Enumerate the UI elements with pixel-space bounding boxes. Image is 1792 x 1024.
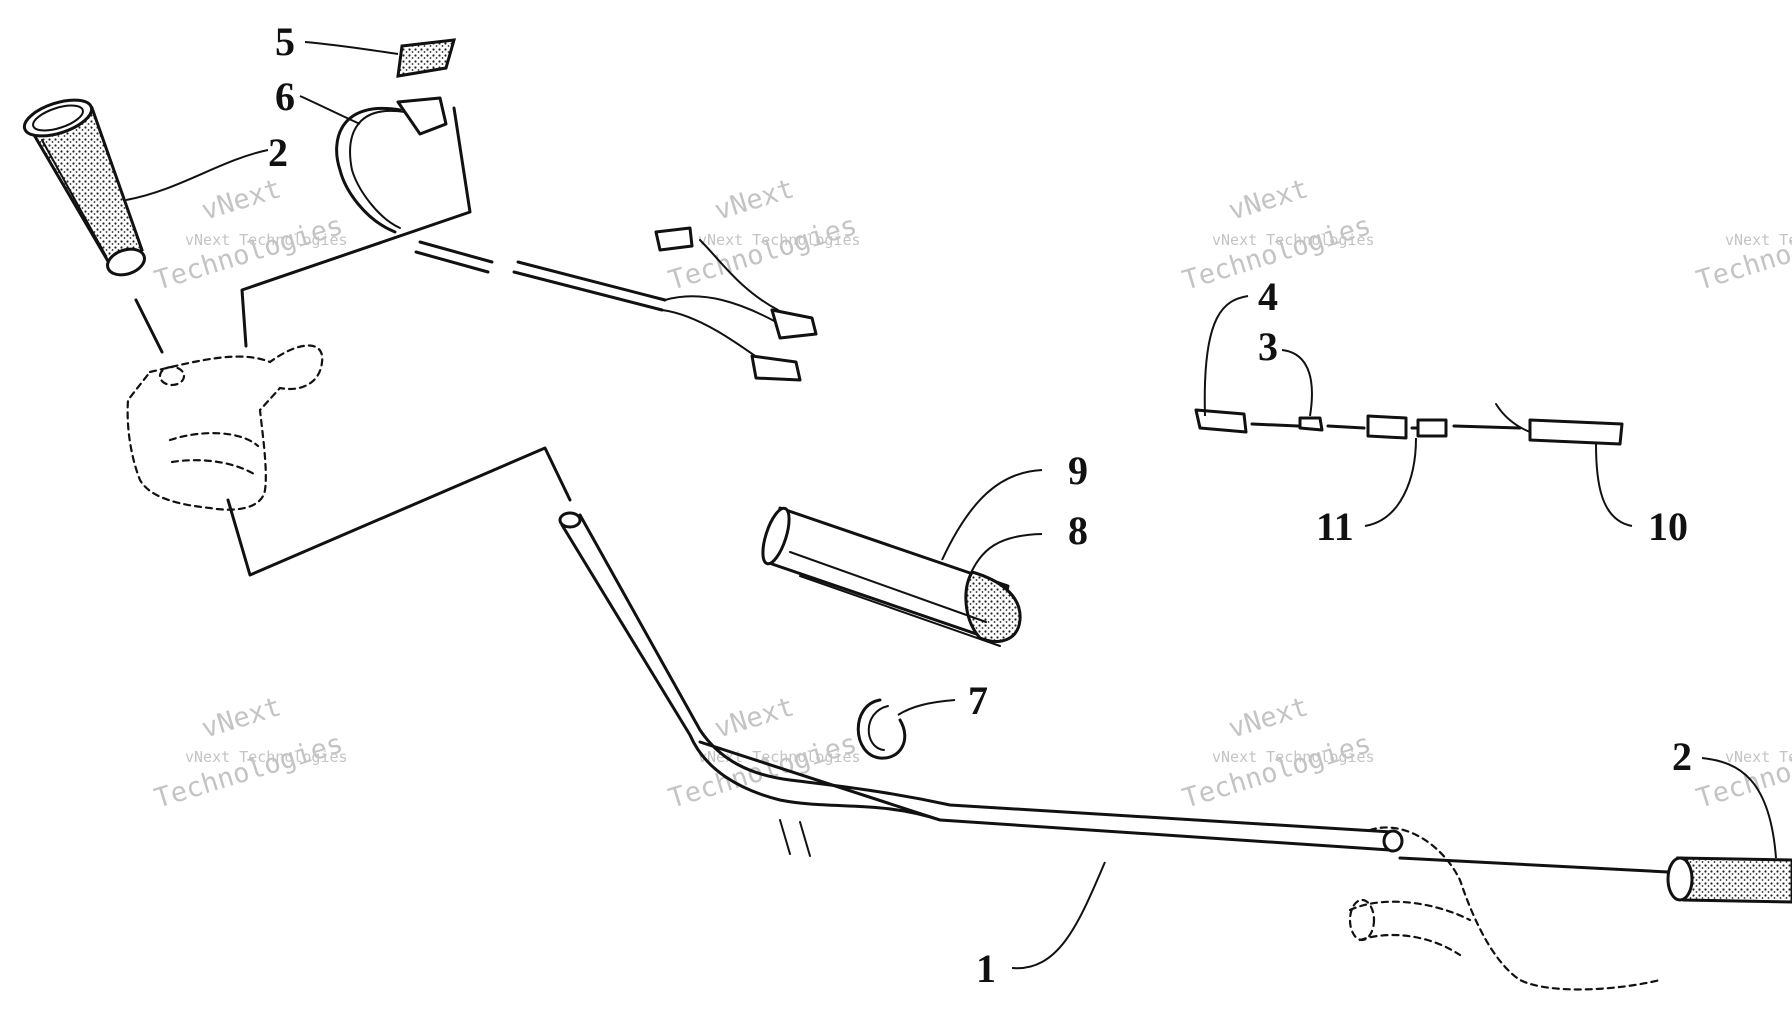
callout-6: 6 — [275, 74, 295, 119]
switch-wire — [335, 96, 448, 234]
callout-5: 5 — [275, 19, 295, 64]
callout-8: 8 — [1068, 508, 1088, 553]
svg-text:Technologies: Technologies — [665, 210, 861, 297]
right-control-housing — [1348, 826, 1662, 991]
leader-lines — [125, 41, 1777, 970]
svg-text:vNext Technologies: vNext Technologies — [698, 231, 861, 249]
callout-10: 10 — [1648, 504, 1688, 549]
svg-text:vNext: vNext — [198, 691, 285, 744]
watermark-top-edge: vNext Technologies Technologies — [1693, 210, 1792, 297]
svg-text:Technologies: Technologies — [151, 210, 347, 297]
svg-text:vNext Technologies: vNext Technologies — [698, 748, 861, 766]
svg-text:vNext: vNext — [711, 691, 798, 744]
svg-text:vNext: vNext — [1225, 691, 1312, 744]
svg-text:vNext Technologies: vNext Technologies — [185, 231, 348, 249]
watermark-bottom-right: vNext vNext Technologies Technologies — [1179, 691, 1375, 814]
throttle-cable — [414, 226, 818, 382]
svg-text:vNext: vNext — [711, 173, 798, 226]
svg-text:vNext Technologies: vNext Technologies — [185, 748, 348, 766]
svg-text:Technologies: Technologies — [1179, 728, 1375, 815]
callout-1: 1 — [976, 946, 996, 991]
watermark-top-left: vNext vNext Technologies Technologies — [151, 173, 348, 296]
svg-text:vNext Technologies: vNext Technologies — [1212, 231, 1375, 249]
callout-4: 4 — [1258, 274, 1278, 319]
watermark-top-center: vNext vNext Technologies Technologies — [665, 173, 861, 296]
clip-ring — [856, 698, 907, 760]
callout-2-right: 2 — [1672, 734, 1692, 779]
assembly-lines — [134, 106, 1670, 874]
svg-text:vNext: vNext — [198, 173, 285, 226]
small-pad — [396, 38, 457, 78]
svg-text:vNext Technologies: vNext Technologies — [1725, 748, 1792, 766]
handlebar — [558, 511, 1404, 857]
left-grip — [22, 98, 146, 277]
svg-text:vNext: vNext — [1225, 173, 1312, 226]
watermark-bottom-left: vNext vNext Technologies Technologies — [151, 691, 348, 814]
svg-text:vNext Technologies: vNext Technologies — [1212, 748, 1375, 766]
throttle-housing — [126, 344, 324, 511]
callout-3: 3 — [1258, 324, 1278, 369]
bar-pad — [761, 506, 1022, 647]
callout-9: 9 — [1068, 448, 1088, 493]
svg-text:vNext Technologies: vNext Technologies — [1725, 231, 1792, 249]
callout-11: 11 — [1316, 504, 1354, 549]
callout-labels: 5 6 2 4 3 9 8 7 1 11 10 2 — [268, 19, 1692, 991]
svg-text:Technologies: Technologies — [1693, 210, 1792, 297]
callout-7: 7 — [968, 678, 988, 723]
switch-cluster — [1194, 403, 1624, 446]
svg-text:Technologies: Technologies — [151, 728, 347, 815]
callout-2-left: 2 — [268, 130, 288, 175]
right-grip — [1666, 856, 1792, 904]
